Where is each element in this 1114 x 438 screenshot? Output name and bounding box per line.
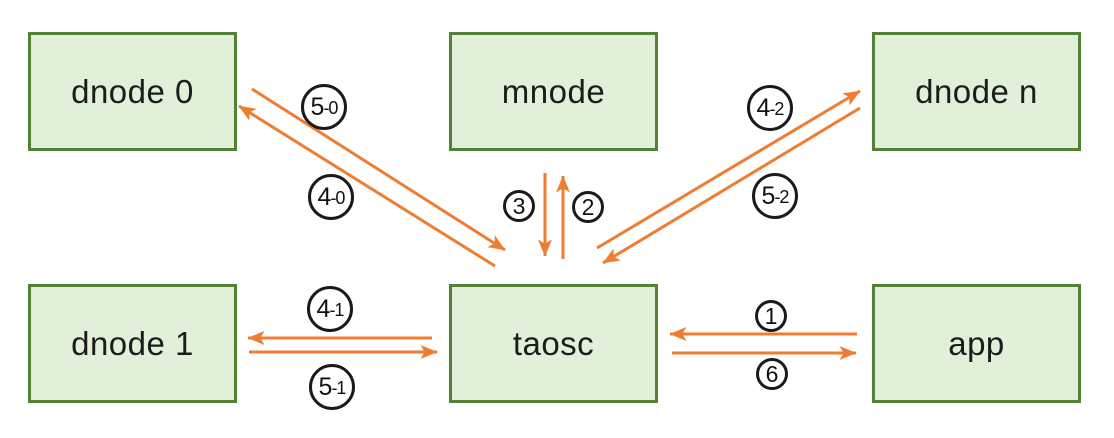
node-app: app	[872, 284, 1081, 403]
edge-label-4-0: 4-0	[308, 174, 354, 220]
node-taosc: taosc	[449, 284, 658, 403]
edge-label-5-1: 5-1	[309, 364, 355, 410]
edge-label-lead: 4	[756, 93, 771, 122]
node-dnode0: dnode 0	[28, 32, 237, 151]
arrow-taosc-to-dnoden	[596, 89, 861, 250]
node-label: app	[948, 324, 1005, 362]
edge-label-3: 3	[503, 190, 535, 222]
node-dnode1: dnode 1	[28, 284, 237, 403]
edge-label-tail: -1	[329, 300, 344, 320]
edge-label-lead: 5	[761, 181, 776, 210]
node-label: dnode 0	[71, 72, 194, 110]
arrow-dnoden-to-taosc	[602, 106, 861, 265]
node-mnode: mnode	[449, 32, 658, 151]
node-label: taosc	[512, 324, 595, 362]
edge-label-tail: -0	[323, 98, 338, 118]
arrow-taosc-to-dnode0	[238, 104, 496, 268]
edge-label-lead: 5	[318, 372, 333, 401]
node-label: dnode 1	[71, 324, 194, 362]
node-label: mnode	[501, 72, 606, 110]
arrow-dnode0-to-taosc	[251, 87, 506, 252]
edge-label-6: 6	[756, 358, 788, 390]
edge-label-4-2: 4-2	[747, 85, 793, 131]
node-dnoden: dnode n	[872, 32, 1081, 151]
edge-label-2: 2	[572, 191, 604, 223]
edge-label-5-2: 5-2	[752, 173, 798, 219]
edge-label-5-0: 5-0	[301, 84, 347, 130]
edge-label-4-1: 4-1	[307, 286, 353, 332]
edge-label-1: 1	[755, 300, 787, 332]
edge-label-tail: -0	[330, 188, 345, 208]
edge-label-tail: -2	[774, 187, 789, 207]
edge-label-lead: 5	[310, 92, 325, 121]
edge-label-tail: -1	[331, 378, 346, 398]
edge-label-tail: -2	[769, 99, 784, 119]
edge-label-lead: 4	[316, 294, 331, 323]
edge-label-lead: 4	[317, 182, 332, 211]
node-label: dnode n	[915, 72, 1038, 110]
